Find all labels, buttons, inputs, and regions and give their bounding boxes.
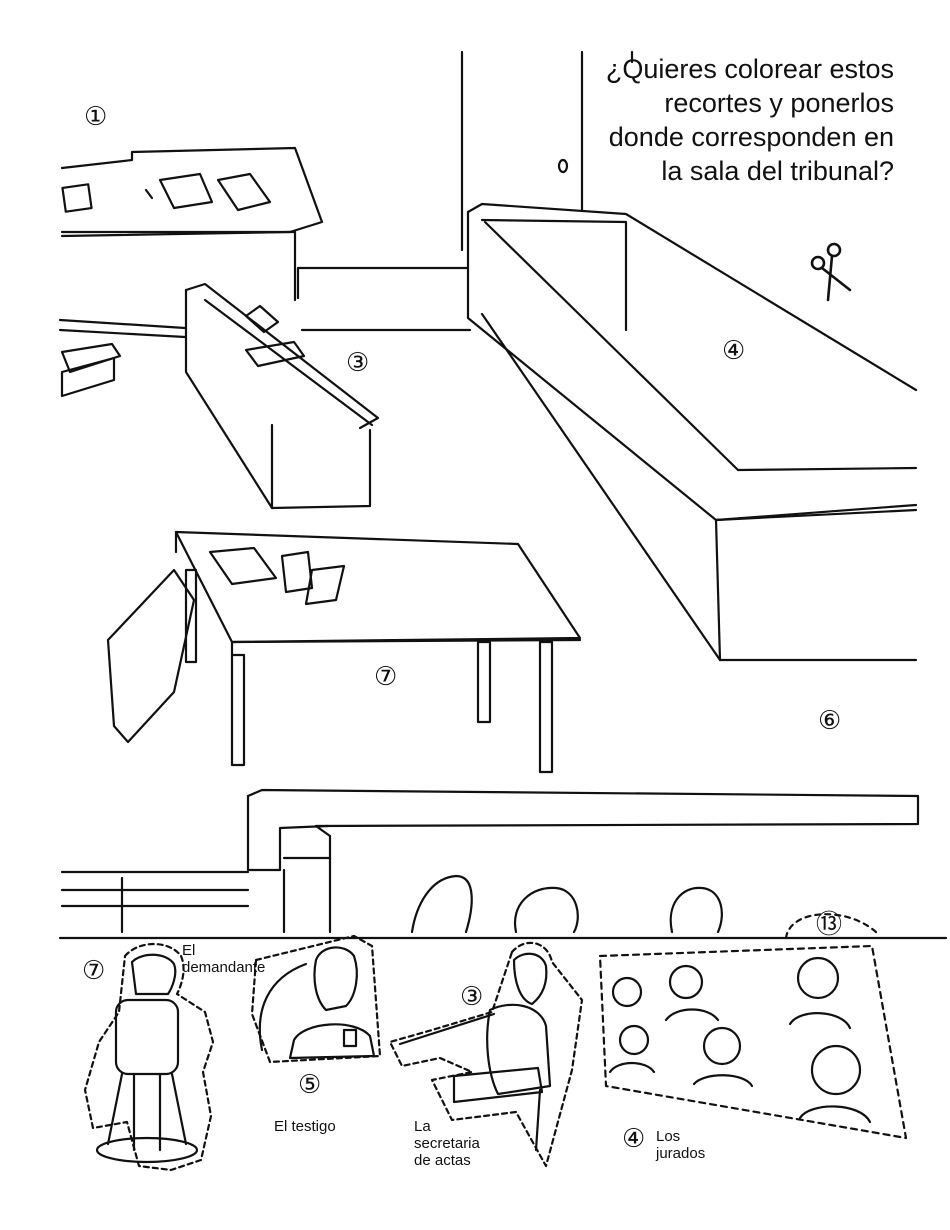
cutout-label-jurados-line1: Los [656,1128,681,1145]
cutout-number-testigo: ⑤ [298,1070,322,1100]
plaintiff-table [106,530,582,774]
cutout-label-secretaria: La secretaria de actas [414,1118,480,1169]
cutout-jurados [598,944,908,1140]
cutout-label-demandante: El demandante [182,942,265,976]
spectator-outline-13 [784,913,880,940]
courtroom-railing [60,788,920,934]
cutout-number-secretaria: ③ [460,982,484,1012]
cutout-number-demandante: ⑦ [82,956,106,986]
scene-number-1: ① [84,102,108,132]
scene-number-13: ⑬ [816,910,843,940]
scene-number-4: ④ [722,336,746,366]
side-shelf [60,342,122,398]
jury-box [466,202,918,662]
scene-number-3: ③ [346,348,370,378]
cutout-label-demandante-line2: demandante [182,959,266,976]
cutout-number-jurados: ④ [622,1124,646,1154]
cutout-label-demandante-line1: El [182,942,196,959]
scene-number-6: ⑥ [818,706,842,736]
cutout-demandante [83,943,215,1172]
cutout-testigo [250,934,382,1064]
cutout-label-jurados-line2: jurados [656,1145,706,1162]
cutout-label-secretaria-line3: de actas [414,1152,471,1169]
cutout-label-secretaria-line1: La [414,1118,431,1135]
clerk-desk [184,282,380,510]
judge-bench [60,146,324,302]
room-walls [58,50,634,339]
scene-number-7: ⑦ [374,662,398,692]
scissors-icon [810,242,852,302]
cutout-label-jurados: Los jurados [656,1128,705,1162]
spectators [410,874,723,934]
cutout-secretaria [388,941,584,1168]
cutout-label-secretaria-line2: secretaria [414,1135,480,1152]
cutout-label-testigo: El testigo [274,1118,336,1135]
instruction-text: ¿Quieres colorear estos recortes y poner… [605,54,894,186]
